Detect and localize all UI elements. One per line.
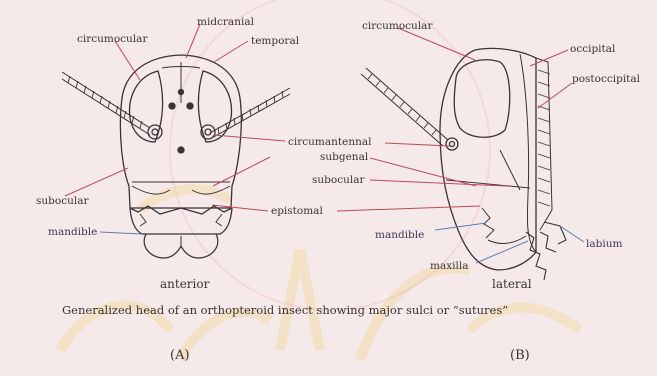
label-subocular-a: subocular [36,195,88,207]
label-circumantennal: circumantennal [288,136,371,148]
label-maxilla: maxilla [430,260,468,272]
label-mandible-a: mandible [48,226,97,238]
anterior-antennae [62,72,290,139]
label-labium: labium [586,238,622,250]
panel-label-a: (A) [170,348,190,363]
view-label-anterior: anterior [160,277,209,291]
label-midcranial: midcranial [197,16,254,28]
label-occipital: occipital [570,43,615,55]
label-subgenal: subgenal [320,151,368,163]
label-postoccipital: postoccipital [572,73,640,85]
panel-label-b: (B) [510,348,530,363]
lateral-antenna [361,68,448,146]
label-circumocular-a: circumocular [77,33,147,45]
figure-caption: Generalized head of an orthopteroid inse… [62,303,508,317]
postoccipital-texture [538,70,550,206]
label-subocular-b: subocular [312,174,364,186]
label-mandible-b: mandible [375,229,424,241]
lateral-head-outline [440,48,536,270]
label-epistomal: epistomal [271,205,323,217]
label-circumocular-b: circumocular [362,20,432,32]
view-label-lateral: lateral [492,277,532,291]
label-temporal: temporal [251,35,299,47]
